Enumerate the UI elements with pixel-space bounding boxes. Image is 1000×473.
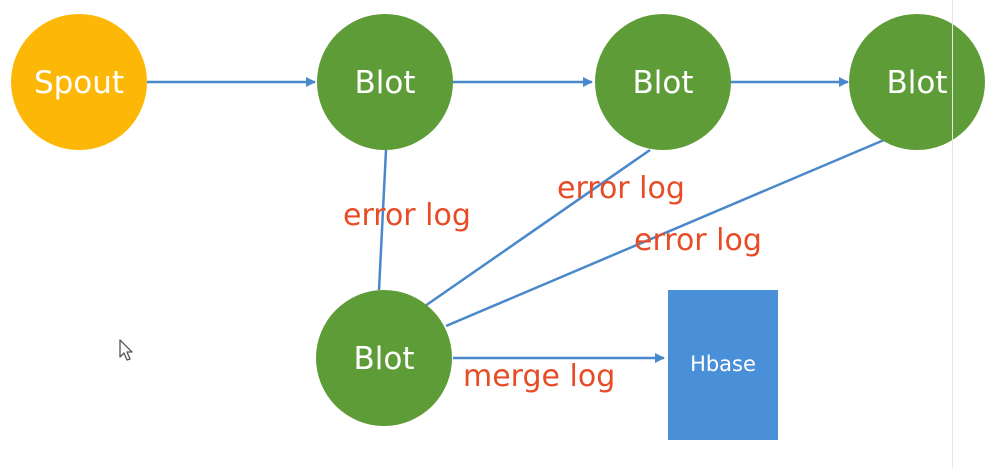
line-bolt-2-to-bolt-log [424, 148, 651, 308]
hbase-rect [668, 290, 778, 440]
bolt-1-label: Blot [354, 65, 415, 101]
spout-circle [11, 14, 147, 150]
hbase-node: Hbase [668, 290, 778, 440]
hbase-label: Hbase [690, 352, 756, 376]
bolt-node-1: Blot [317, 14, 453, 150]
bolt-2-circle [595, 14, 731, 150]
bolt-log-label: Blot [353, 341, 414, 377]
bolt-node-log: Blot [316, 290, 452, 426]
bolt-3-label: Blot [886, 65, 947, 101]
line-bolt-3-to-bolt-log [445, 138, 885, 328]
bolt-2-label: Blot [632, 65, 693, 101]
edge-label-error-3: error log [634, 223, 762, 258]
edge-label-error-1: error log [343, 198, 471, 233]
spout-node: Spout [11, 14, 147, 150]
bolt-node-3: Blot [849, 14, 985, 150]
edge-label-merge: merge log [463, 359, 615, 394]
spout-label: Spout [34, 65, 124, 101]
line-bolt-1-to-bolt-log [377, 149, 388, 291]
edge-label-error-2: error log [557, 171, 685, 206]
bolt-log-circle [316, 290, 452, 426]
bolt-1-circle [317, 14, 453, 150]
bolt-3-circle [849, 14, 985, 150]
right-edge-divider [952, 0, 953, 468]
mouse-pointer-icon [119, 339, 133, 361]
bolt-node-2: Blot [595, 14, 731, 150]
